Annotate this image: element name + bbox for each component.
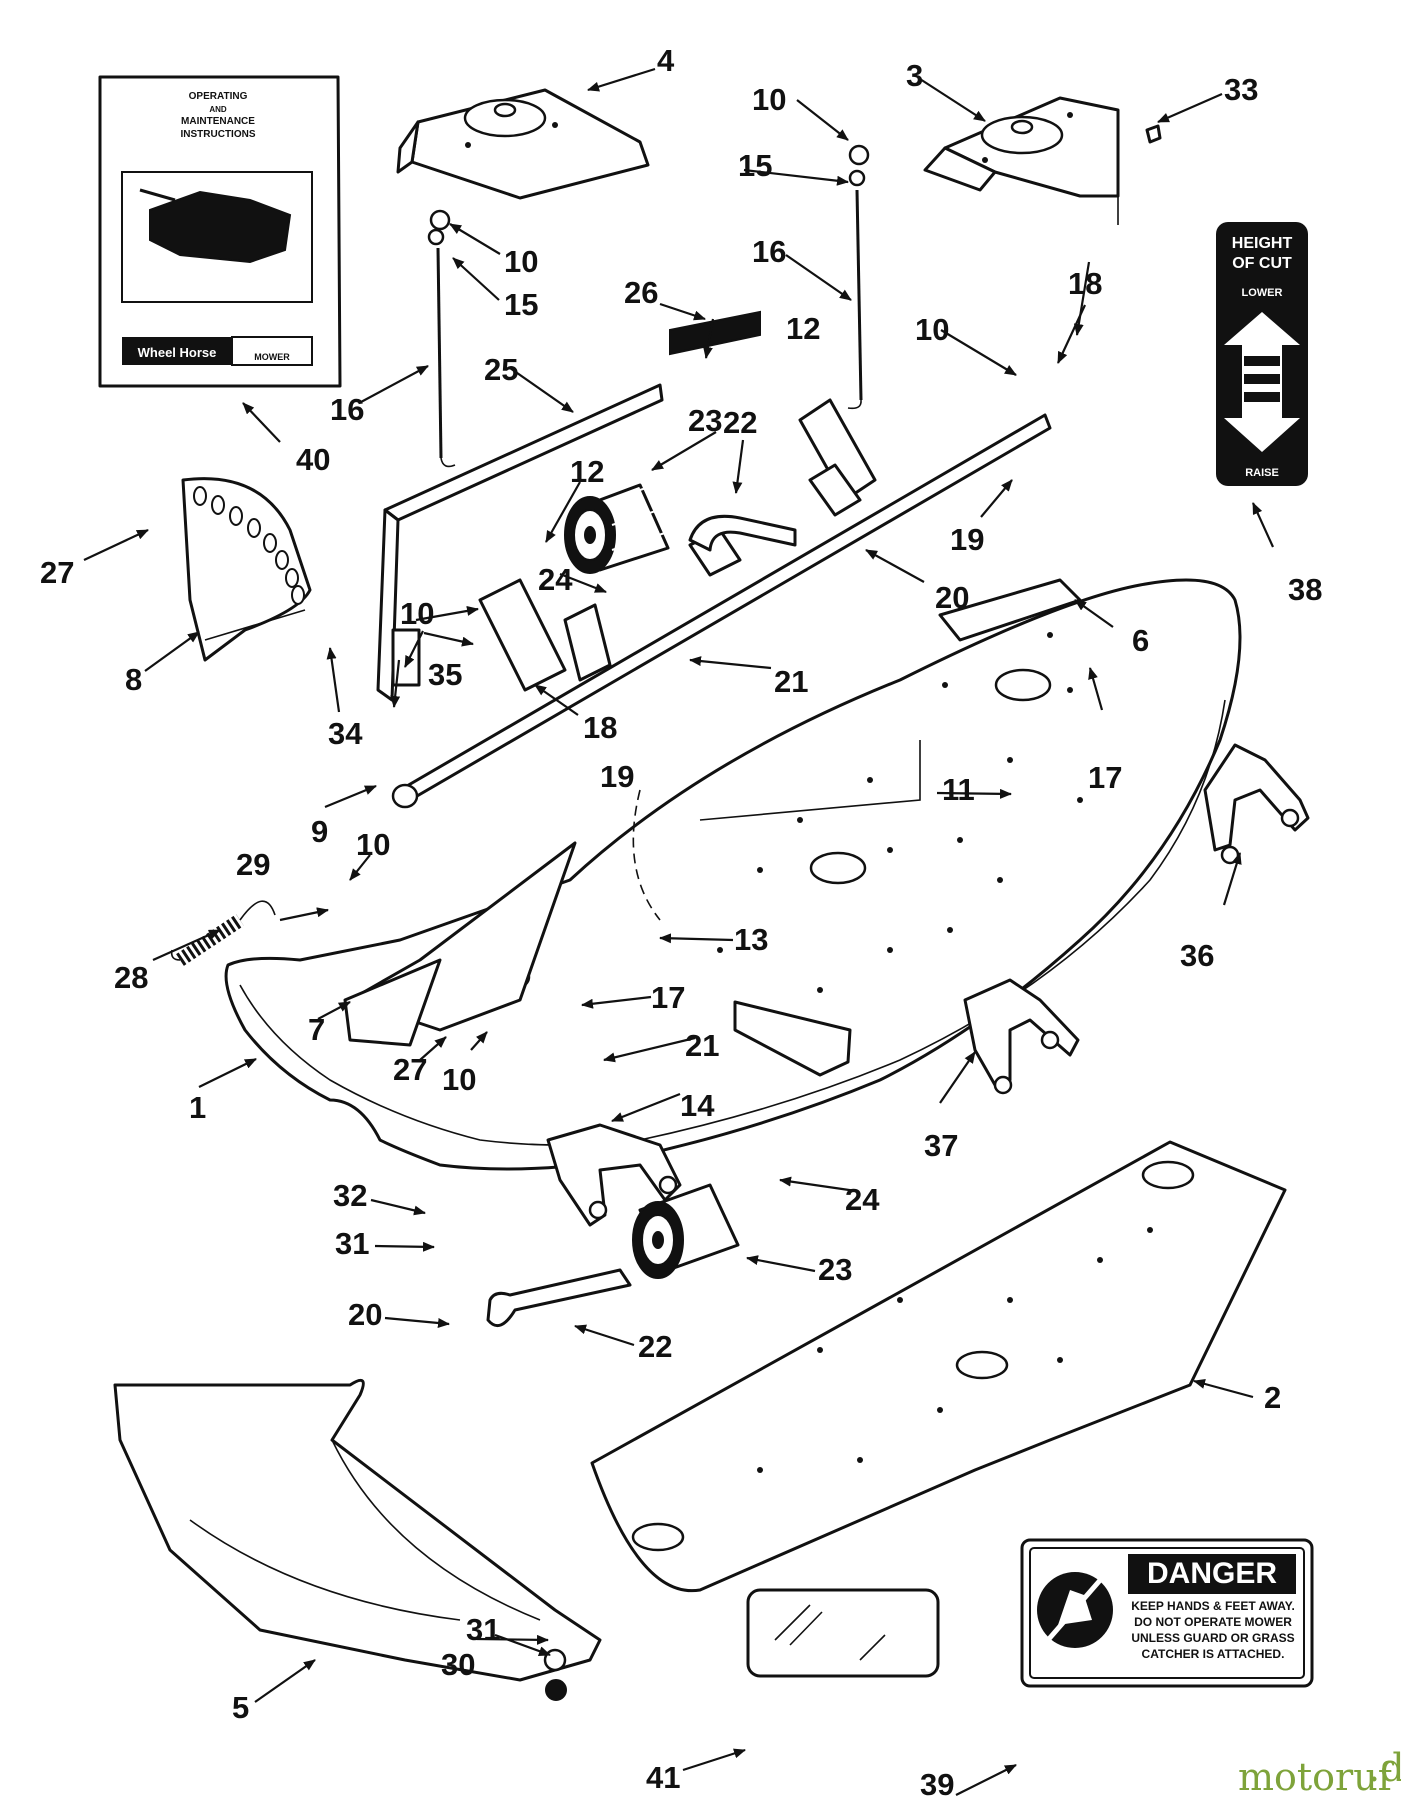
mower-deck-housing bbox=[224, 578, 1310, 1171]
danger-line-4: CATCHER IS ATTACHED. bbox=[1142, 1647, 1285, 1661]
danger-line-1: KEEP HANDS & FEET AWAY. bbox=[1131, 1599, 1295, 1613]
decal-raise: RAISE bbox=[1245, 467, 1279, 479]
callout-23-a: 23 bbox=[688, 403, 722, 438]
callout-19-b: 19 bbox=[600, 759, 634, 794]
roller-lower bbox=[486, 1123, 740, 1328]
callout-12-b: 12 bbox=[570, 454, 604, 489]
callout-19-a: 19 bbox=[950, 522, 984, 557]
manual-brand: Wheel Horse bbox=[138, 345, 217, 360]
lift-shaft bbox=[391, 398, 1052, 809]
callout-15-a: 15 bbox=[738, 148, 772, 183]
callout-34: 34 bbox=[328, 716, 363, 751]
callout-35: 35 bbox=[428, 657, 462, 692]
callout-10-f: 10 bbox=[442, 1062, 476, 1097]
callout-27-b: 27 bbox=[393, 1052, 427, 1087]
decal-lower: LOWER bbox=[1242, 287, 1283, 299]
callout-25: 25 bbox=[484, 352, 518, 387]
callout-20-a: 20 bbox=[935, 580, 969, 615]
callout-21-b: 21 bbox=[685, 1028, 719, 1063]
callout-24-b: 24 bbox=[845, 1182, 880, 1217]
callout-17-a: 17 bbox=[1088, 760, 1122, 795]
callout-28: 28 bbox=[114, 960, 148, 995]
callout-18-b: 18 bbox=[583, 710, 617, 745]
roller-upper bbox=[564, 483, 797, 574]
height-adjust-plate bbox=[181, 477, 312, 662]
danger-line-2: DO NOT OPERATE MOWER bbox=[1134, 1615, 1292, 1629]
callout-12-a: 12 bbox=[786, 311, 820, 346]
callout-10-e: 10 bbox=[356, 827, 390, 862]
callout-29: 29 bbox=[236, 847, 270, 882]
manual-line-1: OPERATING bbox=[189, 91, 248, 102]
belt-cover-right bbox=[923, 96, 1120, 225]
callout-31-a: 31 bbox=[335, 1226, 369, 1261]
callout-24-a: 24 bbox=[538, 562, 573, 597]
callout-6: 6 bbox=[1132, 623, 1149, 658]
spring bbox=[170, 900, 276, 966]
callout-numbers: 4 3 33 10 15 16 10 15 16 26 25 40 12 10 … bbox=[40, 43, 1322, 1800]
callout-10-a: 10 bbox=[752, 82, 786, 117]
hardware-top bbox=[427, 124, 1162, 468]
manual-product: MOWER bbox=[254, 352, 290, 362]
callout-18-a: 18 bbox=[1068, 266, 1102, 301]
watermark-text: motoruf bbox=[1238, 1755, 1395, 1799]
callout-13: 13 bbox=[734, 922, 768, 957]
callout-4: 4 bbox=[657, 43, 675, 78]
callout-22-b: 22 bbox=[638, 1329, 672, 1364]
callout-15-b: 15 bbox=[504, 287, 538, 322]
callouts bbox=[83, 67, 1275, 1796]
callout-32: 32 bbox=[333, 1178, 367, 1213]
callout-1: 1 bbox=[189, 1090, 206, 1125]
callout-31-b: 31 bbox=[466, 1612, 500, 1647]
manual-line-4: INSTRUCTIONS bbox=[181, 129, 256, 140]
callout-22-a: 22 bbox=[723, 405, 757, 440]
callout-16-b: 16 bbox=[330, 392, 364, 427]
callout-14: 14 bbox=[680, 1088, 715, 1123]
belt-cover-left bbox=[396, 88, 650, 200]
callout-30: 30 bbox=[441, 1647, 475, 1682]
callout-21-a: 21 bbox=[774, 664, 808, 699]
callout-27-a: 27 bbox=[40, 555, 74, 590]
callout-41: 41 bbox=[646, 1760, 680, 1795]
window-decal bbox=[746, 1588, 940, 1678]
callout-26: 26 bbox=[624, 275, 658, 310]
watermark: motoruf .de bbox=[1238, 1746, 1401, 1799]
callout-39: 39 bbox=[920, 1767, 954, 1800]
manual-line-2: AND bbox=[209, 105, 227, 114]
callout-8: 8 bbox=[125, 662, 142, 697]
callout-10-c: 10 bbox=[915, 312, 949, 347]
callout-11: 11 bbox=[942, 772, 975, 807]
operating-manual: OPERATING AND MAINTENANCE INSTRUCTIONS W… bbox=[98, 75, 342, 388]
danger-line-3: UNLESS GUARD OR GRASS bbox=[1131, 1631, 1294, 1645]
callout-17-b: 17 bbox=[651, 980, 685, 1015]
decal-height: HEIGHT bbox=[1232, 235, 1293, 252]
discharge-chute bbox=[113, 1378, 602, 1701]
callout-23-b: 23 bbox=[818, 1252, 852, 1287]
decal-of-cut: OF CUT bbox=[1232, 255, 1292, 272]
callout-3: 3 bbox=[906, 58, 923, 93]
callout-36: 36 bbox=[1180, 938, 1214, 973]
danger-decal: DANGER KEEP HANDS & FEET AWAY. DO NOT OP… bbox=[1020, 1538, 1314, 1688]
callout-38: 38 bbox=[1288, 572, 1322, 607]
callout-5: 5 bbox=[232, 1690, 249, 1725]
callout-9: 9 bbox=[311, 814, 328, 849]
callout-40: 40 bbox=[296, 442, 330, 477]
baffle-plate bbox=[590, 1140, 1287, 1593]
callout-7: 7 bbox=[308, 1012, 325, 1047]
callout-10-b: 10 bbox=[504, 244, 538, 279]
manual-line-3: MAINTENANCE bbox=[181, 116, 255, 127]
callout-10-d: 10 bbox=[400, 596, 434, 631]
callout-2: 2 bbox=[1264, 1380, 1281, 1415]
callout-37: 37 bbox=[924, 1128, 958, 1163]
callout-16-a: 16 bbox=[752, 234, 786, 269]
danger-title: DANGER bbox=[1147, 1557, 1277, 1590]
callout-20-b: 20 bbox=[348, 1297, 382, 1332]
watermark-suffix: .de bbox=[1368, 1746, 1401, 1790]
height-of-cut-decal: HEIGHT OF CUT LOWER RAISE bbox=[1216, 222, 1308, 486]
callout-33: 33 bbox=[1224, 72, 1258, 107]
